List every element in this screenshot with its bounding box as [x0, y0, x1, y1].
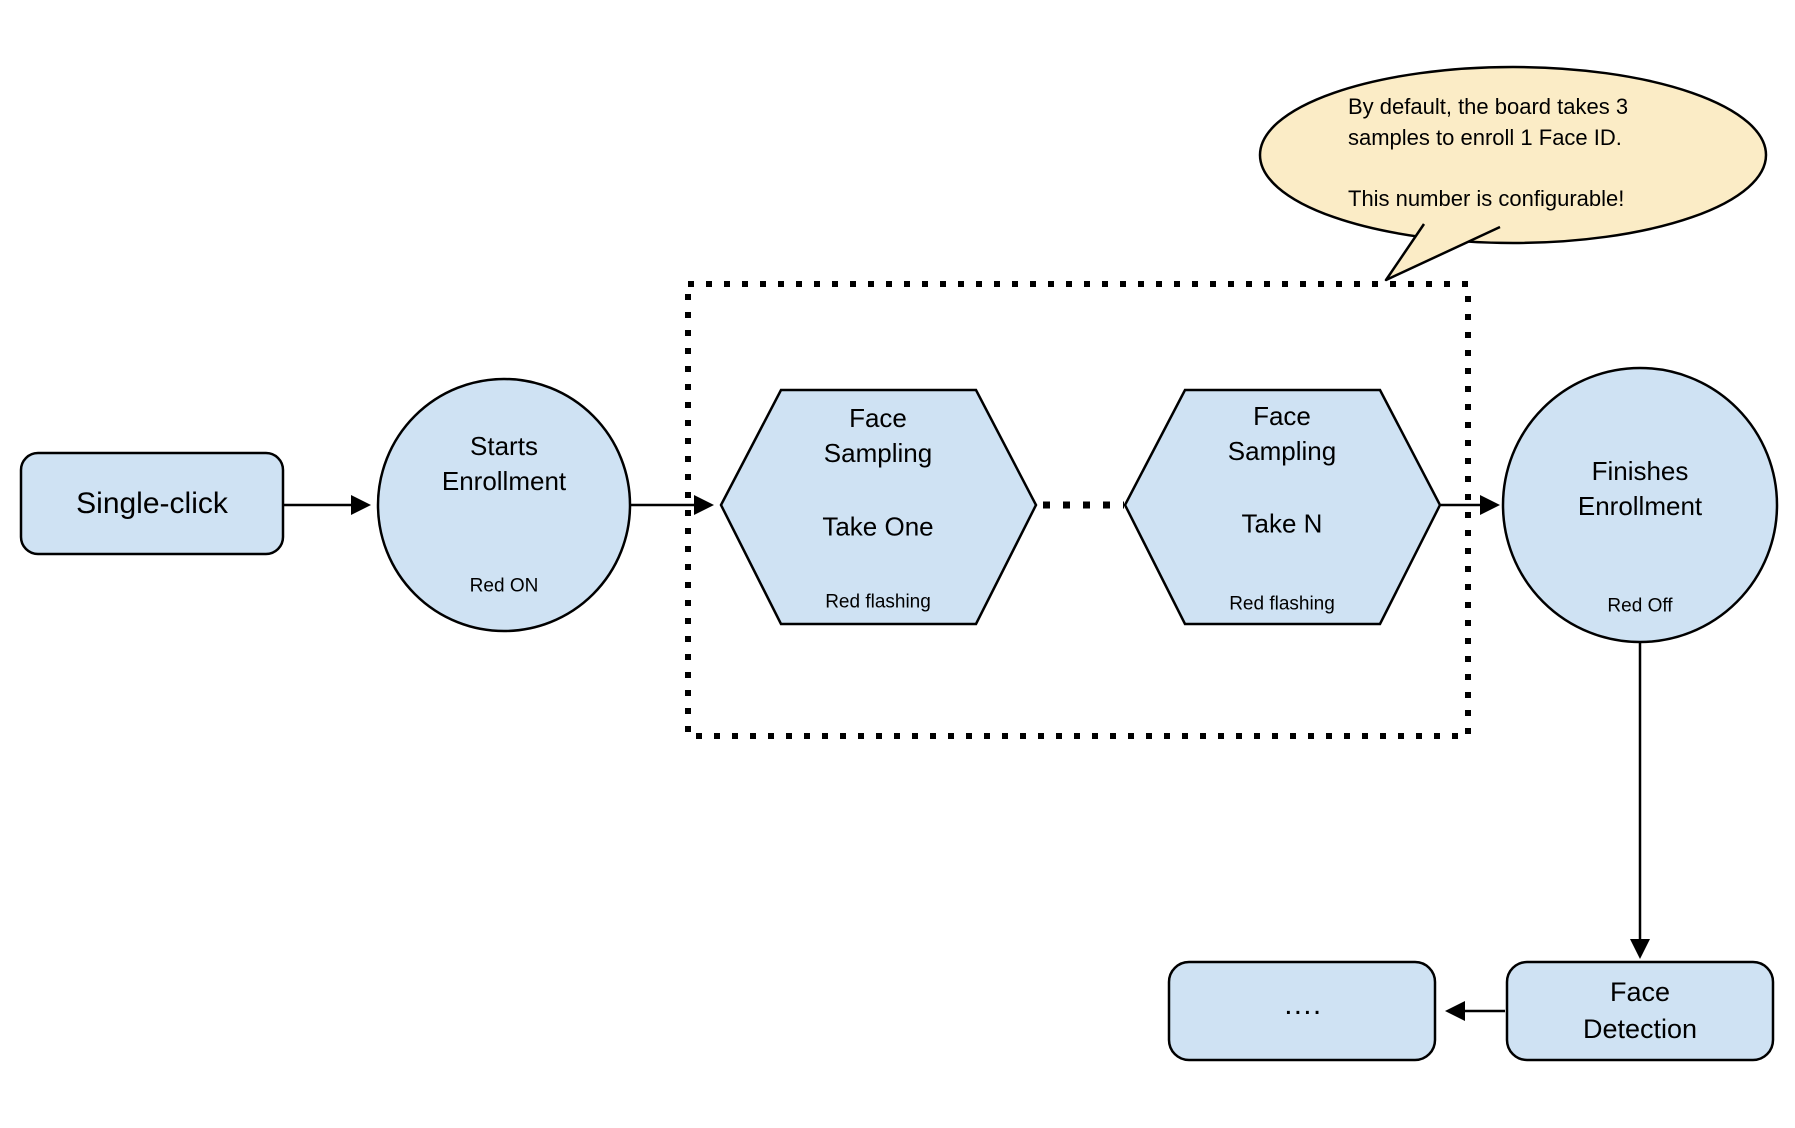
- sampling-group-border: [685, 281, 1471, 739]
- face-sampling-first-take-label: Take One: [822, 511, 934, 542]
- single-click-label: Single-click: [76, 487, 228, 520]
- callout-text: By default, the board takes 3 samples to…: [1348, 94, 1629, 211]
- face-sampling-first-status: Red flashing: [825, 591, 931, 613]
- face-sampling-nth-status: Red flashing: [1229, 593, 1335, 615]
- face-detection-label: Face Detection: [1582, 977, 1698, 1044]
- starts-enrollment-node: [376, 377, 632, 633]
- face-sampling-nth-label: Face Sampling: [1227, 401, 1337, 466]
- single-click-node: [19, 451, 285, 556]
- starts-enrollment-label: Starts Enrollment: [441, 431, 567, 496]
- face-sampling-nth-take-label: Take N: [1241, 508, 1323, 539]
- face-sampling-first-label: Face Sampling: [823, 403, 933, 468]
- callout-tail: [1384, 223, 1501, 282]
- starts-enrollment-status: Red ON: [469, 575, 539, 597]
- face-detection-node: [1505, 960, 1775, 1062]
- finishes-enrollment-label: Finishes Enrollment: [1577, 456, 1703, 521]
- face-sampling-nth-node: [1123, 388, 1442, 626]
- finishes-enrollment-node: [1501, 366, 1779, 644]
- continuation-node: [1167, 960, 1437, 1062]
- face-sampling-first-node: [719, 388, 1038, 626]
- finishes-enrollment-status: Red Off: [1607, 595, 1673, 617]
- continuation-label: ….: [1282, 988, 1322, 1021]
- callout-bubble: [1258, 65, 1768, 245]
